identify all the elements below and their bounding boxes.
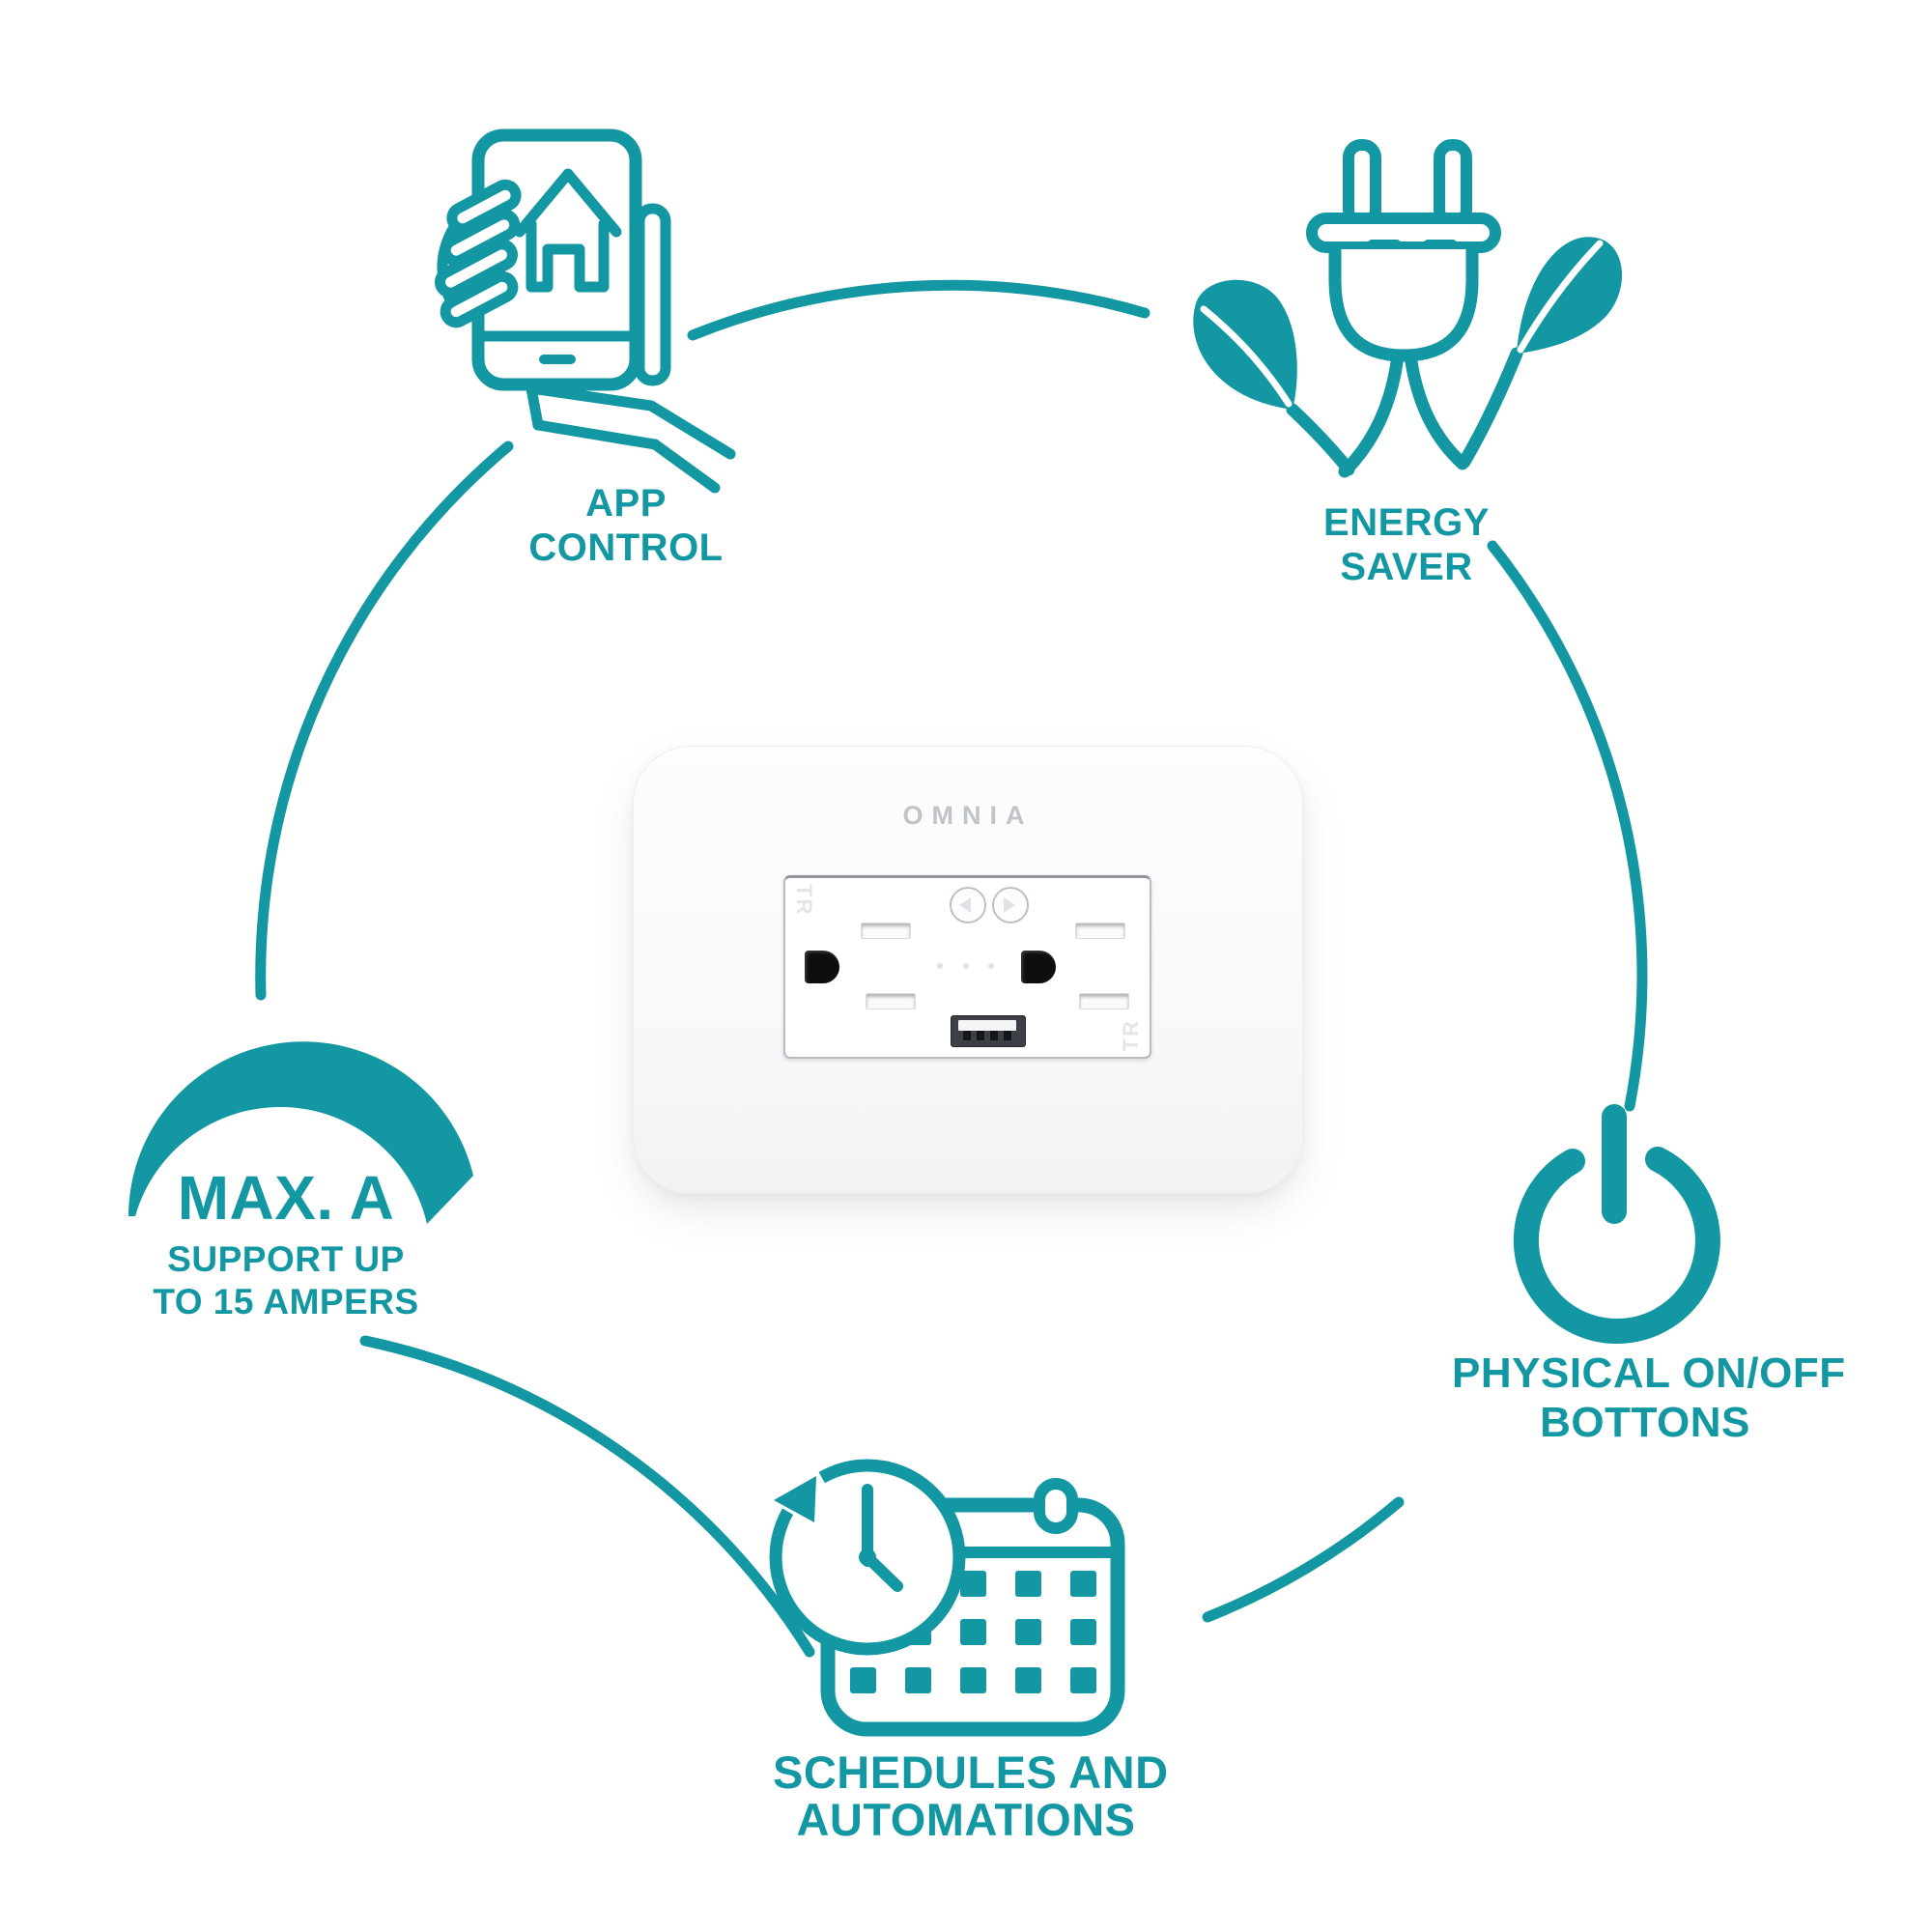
prong-right — [1434, 139, 1472, 228]
energy-saver-icon — [1193, 139, 1623, 478]
clock-center — [859, 1548, 876, 1566]
connector-circle — [255, 279, 1648, 1658]
house-icon — [514, 168, 622, 293]
usb-pin — [977, 1031, 984, 1040]
ground-hole-right — [1021, 951, 1056, 983]
app-control-icon — [435, 128, 736, 494]
label-max-amperage-title: MAX. A — [177, 1163, 395, 1233]
outlet-slot-left-bottom — [866, 993, 916, 1009]
power-arc — [1513, 1147, 1720, 1345]
outlet-slot-right-top — [1075, 923, 1125, 939]
arc-bottom-right — [1202, 1496, 1405, 1623]
label-line: TO 15 AMPERS — [153, 1282, 419, 1321]
label-energy-saver: ENERGY SAVER — [1213, 500, 1600, 589]
usb-pin — [963, 1031, 971, 1040]
plug-cup — [1328, 242, 1479, 362]
arrow-left-icon — [959, 897, 971, 913]
schedule-icon — [769, 1459, 1125, 1737]
label-max-amperage-sub: SUPPORT UP TO 15 AMPERS — [93, 1238, 479, 1323]
label-line: ENERGY — [1323, 501, 1490, 544]
label-line: SAVER — [1340, 546, 1473, 588]
ground-hole-left — [805, 951, 839, 983]
label-line: SCHEDULES AND — [773, 1747, 1169, 1798]
tr-label-top: TR — [792, 884, 816, 917]
status-dot — [963, 963, 969, 969]
arc-right — [1487, 540, 1648, 1112]
label-line: SUPPORT UP — [167, 1239, 405, 1279]
label-line: CONTROL — [528, 526, 724, 569]
label-app-control: APP CONTROL — [433, 481, 819, 570]
leaf-right — [1517, 237, 1623, 354]
wrist-sleeve — [526, 383, 736, 494]
arc-top — [687, 279, 1151, 341]
rotate-arrowhead — [774, 1476, 816, 1522]
calendar-ring — [1034, 1478, 1078, 1534]
outlet-toggle-button-left[interactable] — [950, 887, 986, 923]
outlet-toggle-button-right[interactable] — [992, 887, 1029, 923]
label-line: AUTOMATIONS — [796, 1794, 1136, 1845]
label-physical-buttons: PHYSICAL ON/OFF BOTTONS — [1452, 1349, 1846, 1447]
plug-crossbar — [1306, 213, 1501, 253]
thumb — [634, 203, 671, 386]
cord-right — [1404, 349, 1469, 470]
leaf-right-vein — [1517, 240, 1604, 354]
arc-bottom-left — [359, 1335, 815, 1658]
leaf-left-vein — [1200, 305, 1293, 408]
label-line: APP — [585, 482, 667, 525]
status-dot — [937, 963, 943, 969]
power-button-icon — [1513, 1104, 1720, 1345]
usb-pin — [1004, 1031, 1011, 1040]
wall-plate: OMNIA TR TR — [633, 746, 1303, 1194]
gauge-icon — [128, 1041, 473, 1224]
usb-tongue — [958, 1020, 1016, 1031]
tr-label-bottom: TR — [1119, 1018, 1143, 1051]
label-line: BOTTONS — [1540, 1399, 1750, 1446]
status-dot — [988, 963, 994, 969]
outlet-panel: TR TR — [783, 875, 1151, 1059]
arc-left — [255, 440, 514, 1001]
label-schedules: SCHEDULES AND AUTOMATIONS — [773, 1747, 1169, 1845]
arrow-right-icon — [1004, 897, 1015, 913]
cord-left — [1338, 349, 1405, 478]
label-line: PHYSICAL ON/OFF — [1452, 1350, 1846, 1397]
outlet-slot-left-top — [861, 923, 911, 939]
leaf-stem-right — [1458, 347, 1523, 469]
usb-pin — [990, 1031, 998, 1040]
outlet-slot-right-bottom — [1079, 993, 1129, 1009]
usb-port[interactable] — [951, 1015, 1026, 1047]
prong-left — [1343, 139, 1381, 228]
leaf-stem-left — [1286, 403, 1355, 476]
fingers — [435, 179, 522, 328]
brand-logo: OMNIA — [902, 801, 1034, 830]
